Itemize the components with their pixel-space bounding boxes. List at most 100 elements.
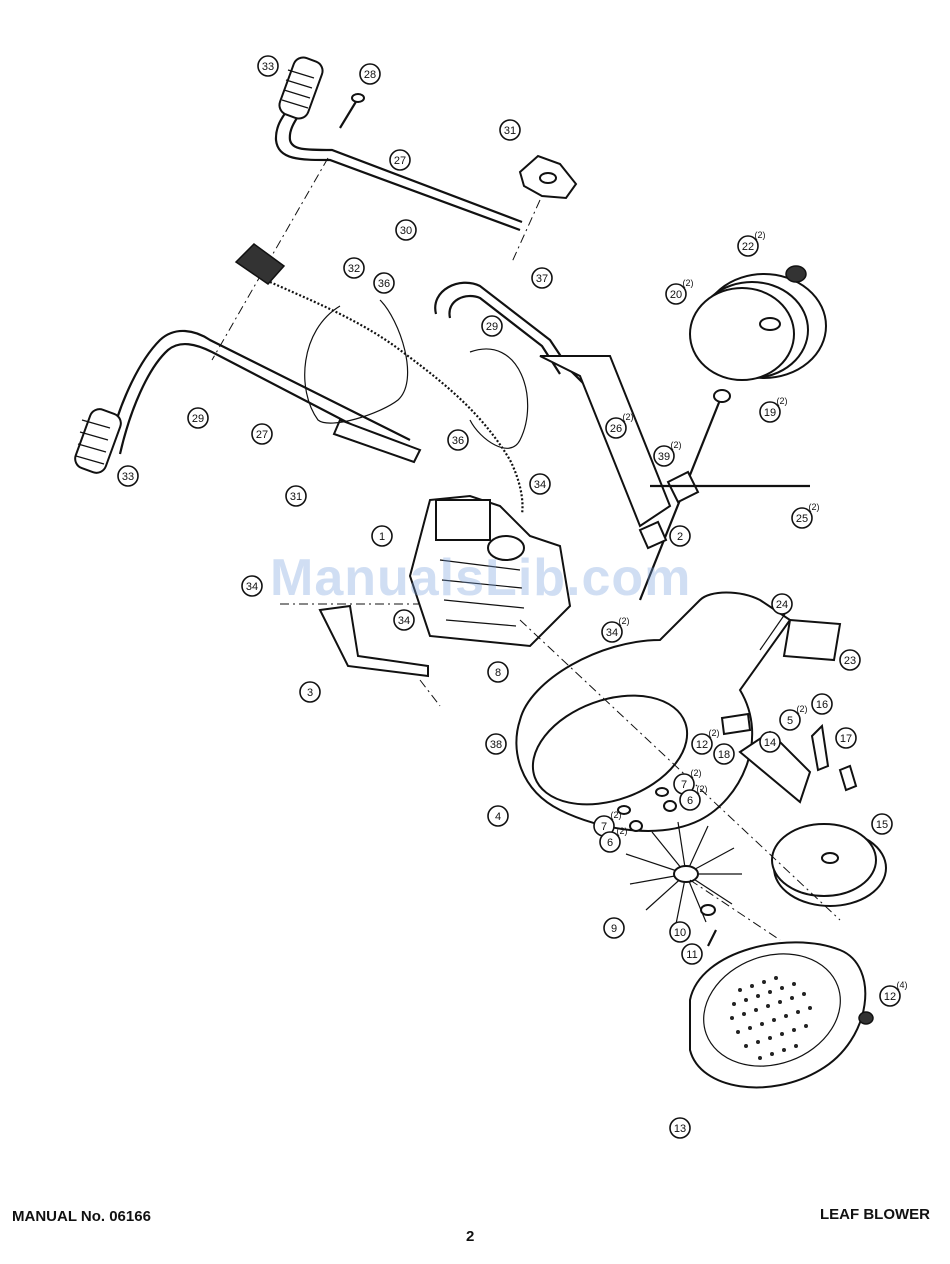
svg-text:(2): (2): [617, 826, 628, 836]
callout-38: 38: [486, 734, 506, 754]
svg-text:(2): (2): [697, 784, 708, 794]
svg-text:28: 28: [364, 69, 376, 81]
main-frame: [435, 283, 670, 526]
callout-9: 9: [604, 918, 624, 938]
document-title: LEAF BLOWER: [820, 1206, 930, 1223]
manual-number: MANUAL No. 06166: [12, 1208, 151, 1225]
svg-text:(2): (2): [619, 616, 630, 626]
engine-bracket: [320, 606, 440, 706]
callout-20: 20(2): [666, 278, 694, 304]
handle-knob-upper: [512, 156, 576, 262]
svg-text:22: 22: [742, 241, 754, 253]
svg-text:36: 36: [378, 278, 390, 290]
svg-text:17: 17: [840, 733, 852, 745]
svg-text:7: 7: [681, 779, 687, 791]
svg-text:(2): (2): [797, 704, 808, 714]
callout-18: 18: [714, 744, 734, 764]
page-number: 2: [466, 1228, 474, 1245]
callout-16: 16: [812, 694, 832, 714]
callout-29-left: 29: [188, 408, 208, 428]
svg-text:26: 26: [610, 423, 622, 435]
callout-30: 30: [396, 220, 416, 240]
svg-text:36: 36: [452, 435, 464, 447]
svg-text:27: 27: [256, 429, 268, 441]
svg-text:(4): (4): [897, 980, 908, 990]
callout-24: 24: [772, 594, 792, 614]
svg-text:38: 38: [490, 739, 502, 751]
svg-text:15: 15: [876, 819, 888, 831]
svg-text:(2): (2): [671, 440, 682, 450]
callout-33-upper: 33: [258, 56, 278, 76]
svg-text:19: 19: [764, 407, 776, 419]
svg-text:33: 33: [262, 61, 274, 73]
callout-1: 1: [372, 526, 392, 546]
svg-text:34: 34: [246, 581, 258, 593]
svg-text:39: 39: [658, 451, 670, 463]
svg-text:(2): (2): [683, 278, 694, 288]
callout-2: 2: [670, 526, 690, 546]
callout-3: 3: [300, 682, 320, 702]
svg-text:27: 27: [394, 155, 406, 167]
svg-text:31: 31: [504, 125, 516, 137]
upper-handle: [212, 55, 522, 360]
callout-36-upper: 36: [374, 273, 394, 293]
callout-31-lower: 31: [286, 486, 306, 506]
svg-text:37: 37: [536, 273, 548, 285]
handle-grip-upper: [277, 55, 326, 122]
callout-32: 32: [344, 258, 364, 278]
callout-14: 14: [760, 732, 780, 752]
svg-text:31: 31: [290, 491, 302, 503]
callout-27-upper: 27: [390, 150, 410, 170]
callout-34-top: 34: [530, 474, 550, 494]
svg-text:(2): (2): [755, 230, 766, 240]
callout-39: 39(2): [654, 440, 682, 466]
svg-text:9: 9: [611, 923, 617, 935]
callout-34-right: 34(2): [602, 616, 630, 642]
svg-text:34: 34: [398, 615, 410, 627]
handle-grip-lower: [72, 406, 123, 475]
svg-text:16: 16: [816, 699, 828, 711]
callout-33-lower: 33: [118, 466, 138, 486]
callout-10: 10: [670, 922, 690, 942]
svg-text:12: 12: [884, 991, 896, 1003]
svg-text:4: 4: [495, 811, 501, 823]
callout-37: 37: [532, 268, 552, 288]
svg-text:1: 1: [379, 531, 385, 543]
callout-29-right: 29: [482, 316, 502, 336]
svg-text:23: 23: [844, 655, 856, 667]
callout-28: 28: [360, 64, 380, 84]
callout-4: 4: [488, 806, 508, 826]
grille-cover: [688, 935, 873, 1087]
svg-text:(2): (2): [623, 412, 634, 422]
svg-text:6: 6: [607, 837, 613, 849]
callout-13: 13: [670, 1118, 690, 1138]
lower-handle: [72, 331, 420, 476]
callout-23: 23: [840, 650, 860, 670]
handle-screw: [340, 94, 364, 128]
watermark: ManualsLib.com: [270, 548, 691, 608]
svg-text:18: 18: [718, 749, 730, 761]
svg-text:14: 14: [764, 737, 776, 749]
svg-text:8: 8: [495, 667, 501, 679]
callout-31-upper: 31: [500, 120, 520, 140]
svg-text:10: 10: [674, 927, 686, 939]
callout-27-lower: 27: [252, 424, 272, 444]
svg-text:(2): (2): [709, 728, 720, 738]
callout-19: 19(2): [760, 396, 788, 422]
svg-text:29: 29: [192, 413, 204, 425]
callout-36-lower: 36: [448, 430, 468, 450]
svg-text:(2): (2): [691, 768, 702, 778]
svg-text:12: 12: [696, 739, 708, 751]
blower-housing: [516, 593, 790, 831]
svg-text:29: 29: [486, 321, 498, 333]
svg-text:34: 34: [606, 627, 618, 639]
svg-text:20: 20: [670, 289, 682, 301]
callout-15: 15: [872, 814, 892, 834]
svg-text:(2): (2): [611, 810, 622, 820]
svg-text:(2): (2): [777, 396, 788, 406]
callout-17: 17: [836, 728, 856, 748]
svg-text:25: 25: [796, 513, 808, 525]
svg-text:6: 6: [687, 795, 693, 807]
svg-text:(2): (2): [809, 502, 820, 512]
svg-text:3: 3: [307, 687, 313, 699]
